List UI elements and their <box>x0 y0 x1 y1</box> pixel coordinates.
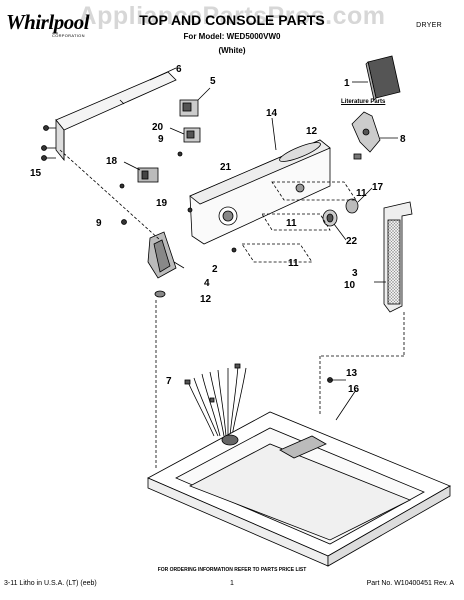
callout-15: 15 <box>30 168 42 179</box>
console-14 <box>189 139 331 245</box>
callout-11c: 11 <box>288 258 299 269</box>
literature-parts-label: Literature Parts <box>341 99 386 105</box>
clip-12-top <box>353 153 362 160</box>
literature-booklet <box>365 55 401 101</box>
bracket-8 <box>351 111 381 153</box>
clip-12-bottom <box>154 290 166 298</box>
wire-harness-7 <box>184 363 247 437</box>
part-number: Part No. W10400451 Rev. A <box>366 580 454 587</box>
callout-18: 18 <box>106 156 118 167</box>
lint-screen-10 <box>383 201 413 313</box>
callout-3: 3 <box>352 268 358 279</box>
screws-15 <box>41 125 56 161</box>
callout-21: 21 <box>220 162 232 173</box>
bracket-18 <box>137 167 159 183</box>
callout-7: 7 <box>166 376 172 387</box>
knob-4 <box>147 231 177 279</box>
callout-1: 1 <box>344 78 350 89</box>
page-number: 1 <box>230 580 234 587</box>
callout-6: 6 <box>176 64 182 75</box>
rear-control-panel <box>55 71 177 162</box>
knob-17 <box>345 198 359 214</box>
callout-20: 20 <box>152 122 164 133</box>
brand-subtitle: CORPORATION <box>52 33 85 38</box>
switch-5 <box>179 99 199 117</box>
small-screws <box>119 151 333 383</box>
callout-9a: 9 <box>158 134 164 145</box>
callout-11a: 11 <box>356 188 367 199</box>
page-title: TOP AND CONSOLE PARTS <box>139 12 325 28</box>
callout-11b: 11 <box>286 218 297 229</box>
callout-4: 4 <box>204 278 210 289</box>
callout-numbers: 1 2 3 4 5 6 7 8 9 9 10 11 11 11 12 12 13… <box>30 64 406 395</box>
switch-20 <box>183 127 201 143</box>
callout-16: 16 <box>348 384 360 395</box>
callout-17: 17 <box>372 182 384 193</box>
callout-22: 22 <box>346 236 358 247</box>
callout-5: 5 <box>210 76 216 87</box>
brand-logo: Whirlpool <box>6 10 90 34</box>
ordering-note: FOR ORDERING INFORMATION REFER TO PARTS … <box>157 567 307 573</box>
color-line: (White) <box>218 46 246 55</box>
knob-22 <box>322 209 338 227</box>
callout-10: 10 <box>344 280 356 291</box>
product-label: DRYER <box>416 22 442 29</box>
callout-14: 14 <box>266 108 278 119</box>
watermark-text: AppliancePartsPros.com <box>78 2 386 30</box>
callout-2: 2 <box>212 264 218 275</box>
callout-8: 8 <box>400 134 406 145</box>
cabinet-top-16 <box>147 411 451 567</box>
callout-9b: 9 <box>96 218 102 229</box>
callout-12a: 12 <box>306 126 318 137</box>
dashed-leaders <box>59 149 405 470</box>
callout-13: 13 <box>346 368 358 379</box>
dashed-groups-11 <box>241 181 357 263</box>
callout-12b: 12 <box>200 294 212 305</box>
model-line: For Model: WED5000VW0 <box>183 32 281 41</box>
litho-text: 3-11 Litho in U.S.A. (LT) (eeb) <box>4 580 97 587</box>
callout-19: 19 <box>156 198 168 209</box>
